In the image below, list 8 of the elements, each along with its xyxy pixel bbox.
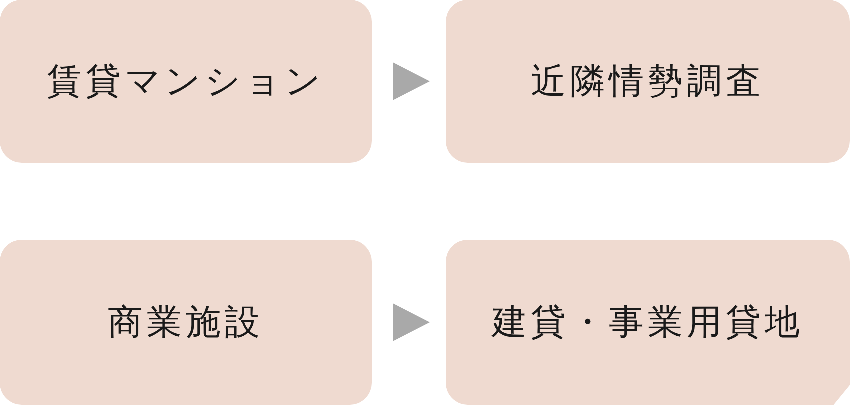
box-label: 商業施設: [108, 302, 264, 345]
rounded-box: [446, 0, 850, 163]
box-label: 近隣情勢調査: [531, 61, 765, 104]
rounded-box: [446, 240, 850, 405]
box-label: 賃貸マンション: [47, 61, 325, 104]
rounded-box: [0, 0, 372, 163]
rounded-box: [0, 240, 372, 405]
box-label: 建貸・事業用貸地: [492, 302, 804, 345]
